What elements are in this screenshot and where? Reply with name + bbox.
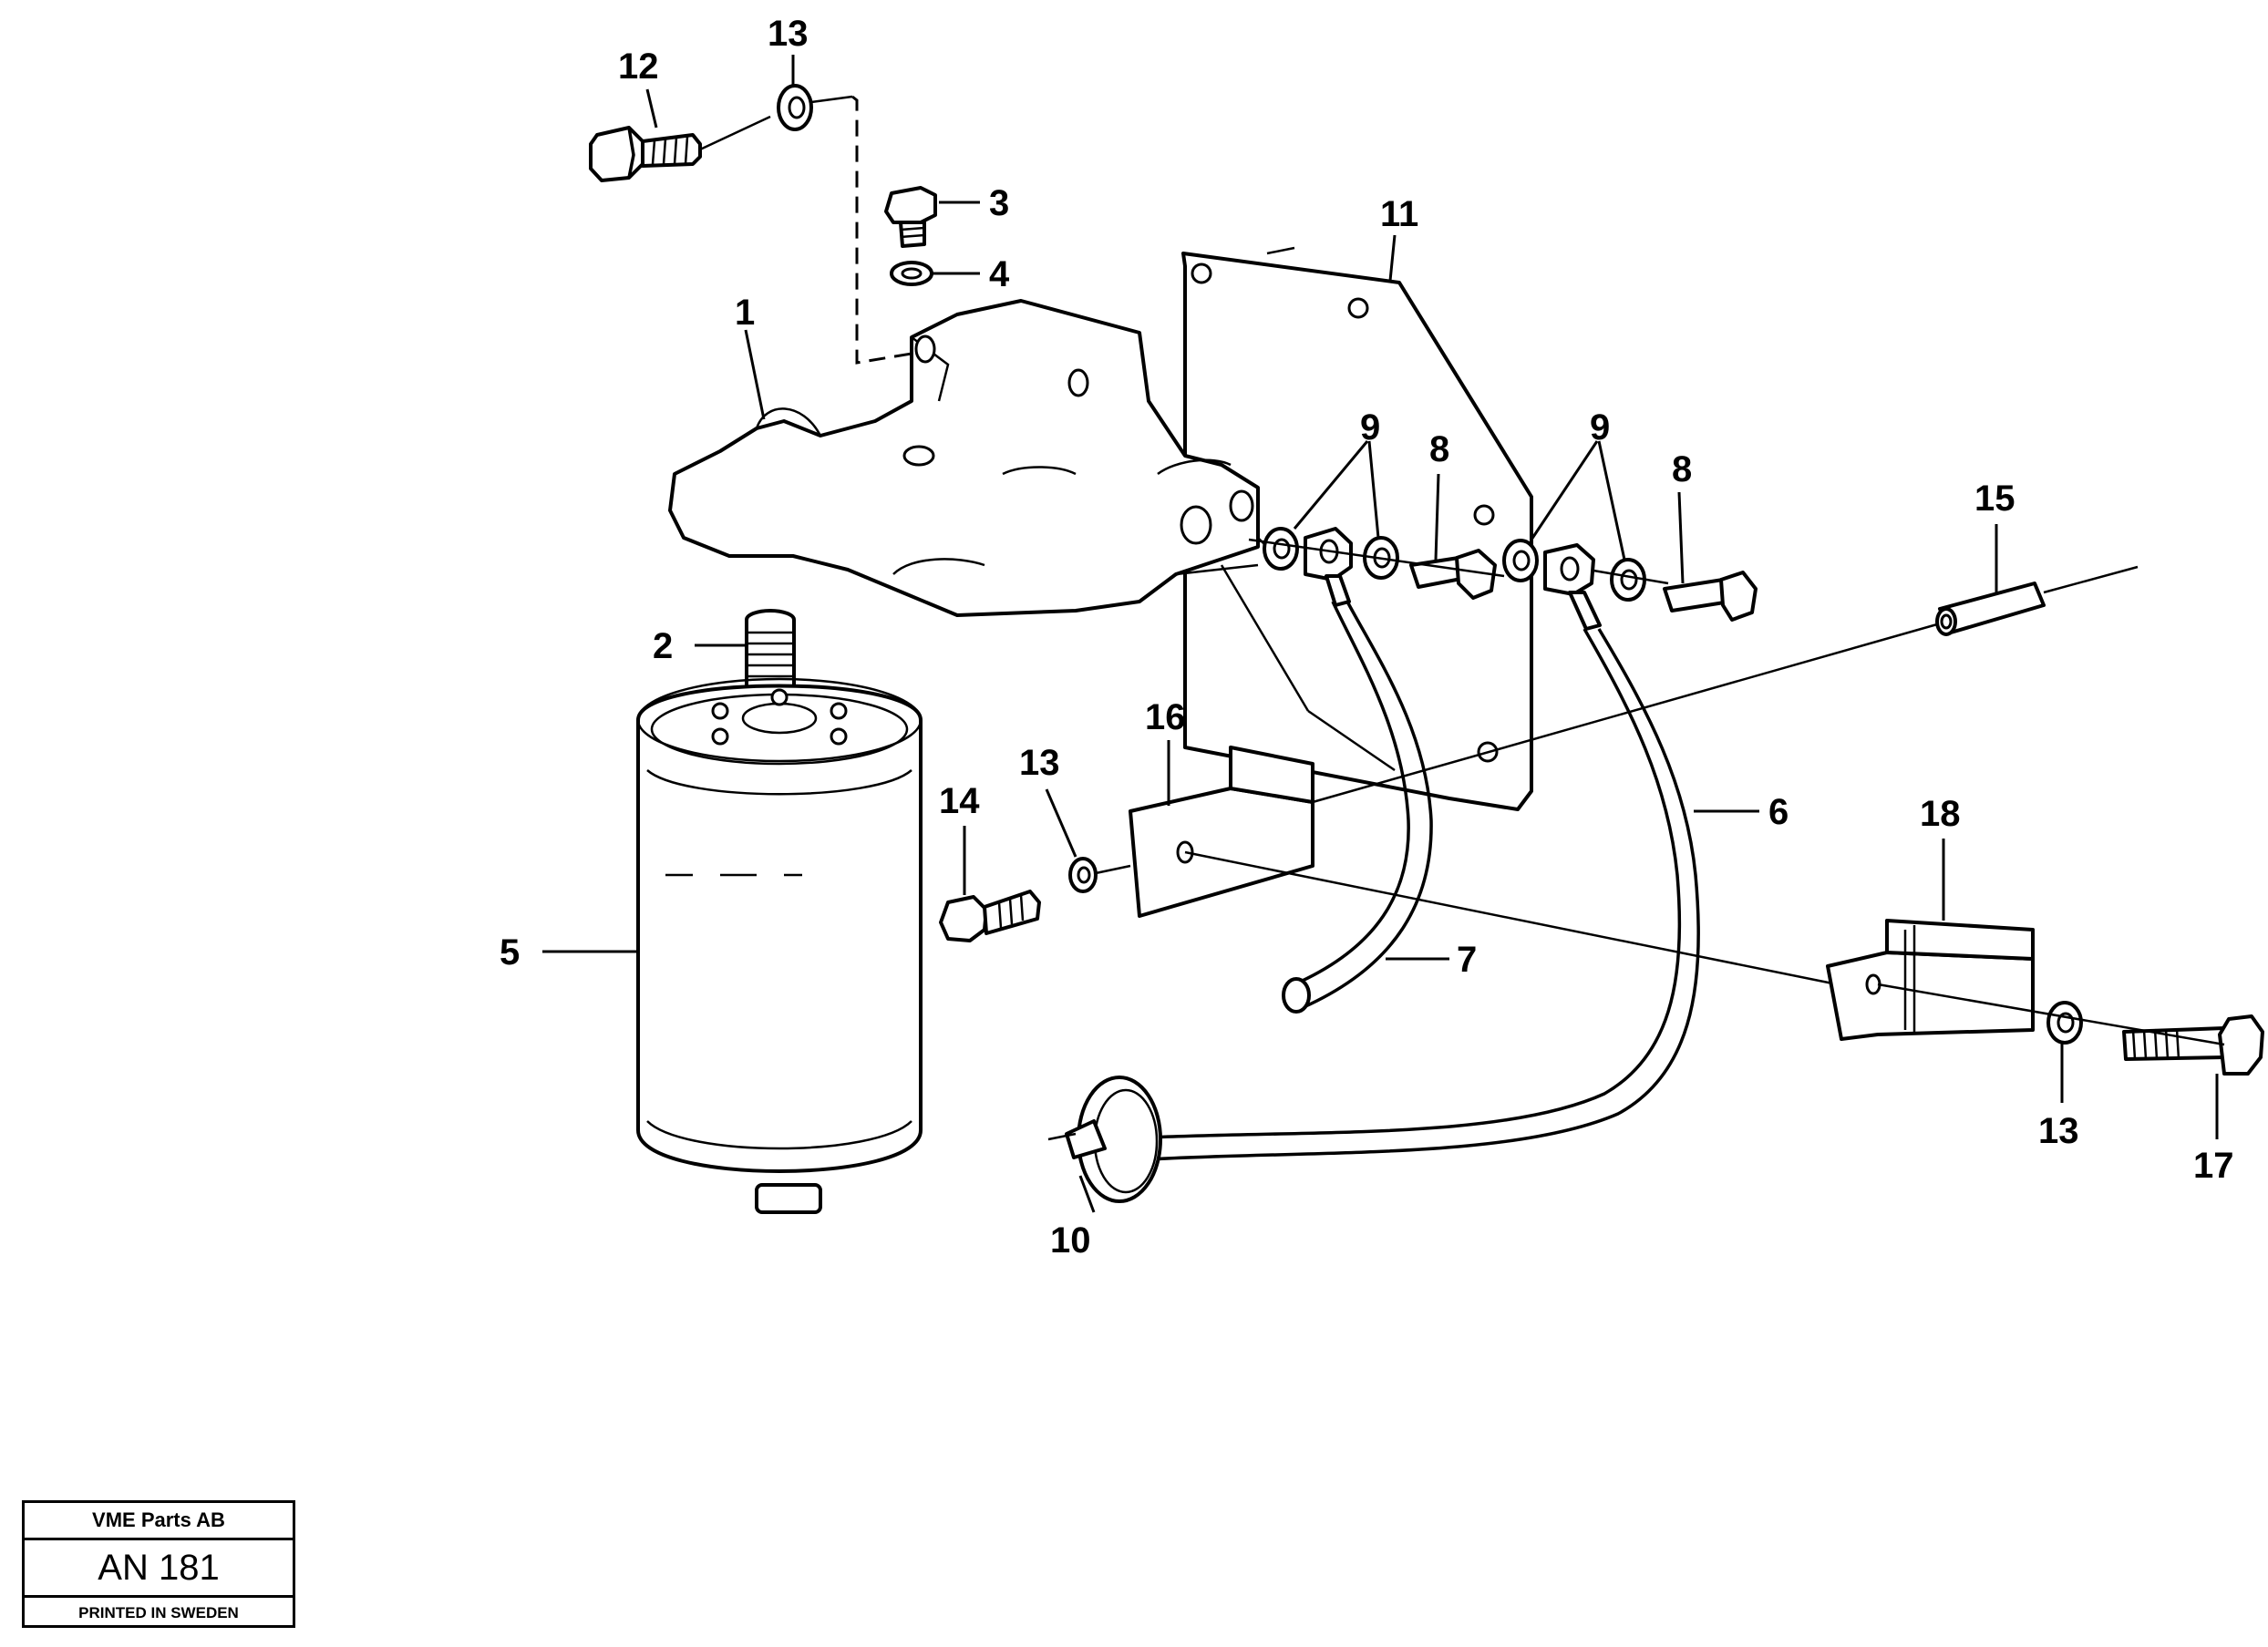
callout-4: 4 xyxy=(989,254,1010,294)
part-4-washer xyxy=(890,261,933,286)
part-18-bracket xyxy=(1826,919,2035,1041)
assembly-axis-line-2 xyxy=(1184,850,1861,991)
part-13-washer-right xyxy=(2046,1001,2083,1045)
callout-2: 2 xyxy=(653,626,673,666)
callout-14: 14 xyxy=(939,781,980,821)
part-13-washer-top xyxy=(777,84,853,131)
part-8-banjo-bolt-right xyxy=(1663,571,1758,622)
part-16-bracket xyxy=(1129,746,1314,918)
assembly-axis-line xyxy=(1312,623,1938,804)
part-14-bolt xyxy=(939,890,1041,942)
stamp-printed: PRINTED IN SWEDEN xyxy=(78,1604,239,1621)
callout-13-right: 13 xyxy=(2038,1111,2079,1151)
part-6-hose xyxy=(1148,628,1700,1161)
callout-12: 12 xyxy=(618,46,659,87)
callout-9-right: 9 xyxy=(1590,407,1610,448)
callout-18: 18 xyxy=(1920,794,1961,834)
callout-labels: 12 13 3 4 1 11 9 8 9 8 15 2 5 6 7 16 13 … xyxy=(500,14,2234,1261)
callout-13-middle: 13 xyxy=(1019,743,1060,783)
publisher-stamp: VME Parts AB AN 181 PRINTED IN SWEDEN xyxy=(22,1500,295,1628)
part-13-washer-middle xyxy=(1068,857,1131,893)
callout-9-left: 9 xyxy=(1360,407,1380,448)
callout-17: 17 xyxy=(2193,1146,2234,1186)
leader-lines xyxy=(542,55,2219,1213)
callout-5: 5 xyxy=(500,932,520,973)
part-2-nipple xyxy=(745,609,796,695)
part-12-bolt xyxy=(589,115,771,182)
part-9-washer-right-b xyxy=(1610,558,1646,602)
part-15-spacer-sleeve xyxy=(1935,565,2139,636)
callout-11: 11 xyxy=(1380,194,1418,234)
callout-13-top: 13 xyxy=(768,14,809,54)
part-1-filter-housing xyxy=(668,299,1396,772)
dashed-assembly-line xyxy=(851,95,912,365)
callout-7: 7 xyxy=(1457,940,1477,980)
callout-15: 15 xyxy=(1974,479,2015,519)
callout-6: 6 xyxy=(1768,792,1789,832)
part-9-washer-right-a xyxy=(1502,539,1539,582)
callout-8-left: 8 xyxy=(1429,429,1449,469)
stamp-code: AN 181 xyxy=(25,1540,293,1598)
part-11-bracket-plate xyxy=(1181,246,1533,811)
part-3-plug xyxy=(884,186,937,248)
part-5-oil-filter xyxy=(636,677,923,1214)
callout-16: 16 xyxy=(1145,697,1186,737)
part-9-washer-left-a xyxy=(1263,527,1299,571)
callout-10: 10 xyxy=(1050,1220,1091,1261)
callout-8-right: 8 xyxy=(1672,449,1692,489)
part-7-hose xyxy=(1282,601,1433,1014)
stamp-company: VME Parts AB xyxy=(25,1503,293,1540)
part-10-hose-clamp xyxy=(1047,1076,1162,1203)
part-17-bolt xyxy=(2122,1014,2264,1076)
callout-3: 3 xyxy=(989,183,1009,223)
banjo-fitting-right xyxy=(1543,543,1602,631)
callout-1: 1 xyxy=(735,293,755,333)
part-8-banjo-bolt-left xyxy=(1409,549,1497,600)
